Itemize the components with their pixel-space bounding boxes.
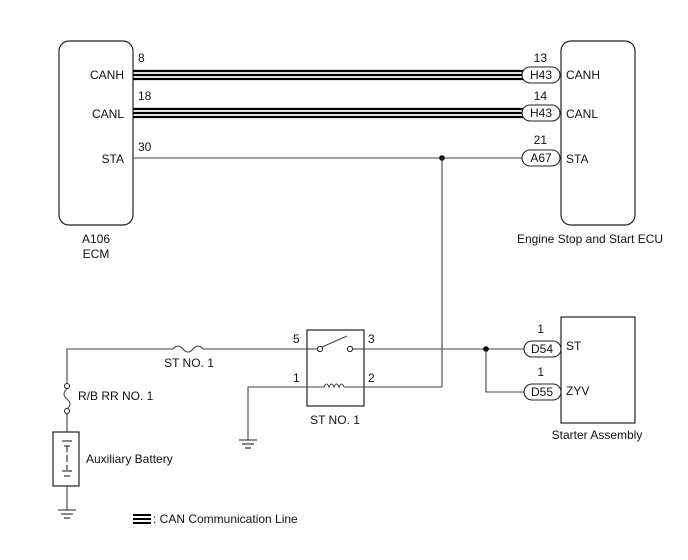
ecm-pin-label-canl: CANL (92, 107, 124, 121)
battery-cells-symbol (62, 440, 72, 477)
ess-pin-label-sta: STA (566, 152, 588, 166)
ecm-name: ECM (83, 247, 110, 261)
battery-ground-icon (58, 509, 76, 519)
ecm-pin-num-30: 30 (138, 140, 152, 154)
can-l-line (133, 107, 523, 119)
ess-pin-num-14: 14 (534, 89, 548, 103)
ess-pin-label-canh: CANH (566, 68, 600, 82)
connector-h43-canl-label: H43 (530, 106, 552, 120)
legend-can-line-icon (133, 514, 151, 524)
battery-feed-wire (66, 348, 173, 383)
ess-pin-num-21: 21 (534, 133, 548, 147)
starter-zyv-wire (485, 349, 524, 393)
connector-h43-canl (521, 104, 561, 122)
rb-fuse-terminal-top (64, 383, 70, 389)
ecm-pin-label-sta: STA (102, 152, 124, 166)
ecm-connector-id: A106 (82, 232, 110, 246)
relay-label: ST NO. 1 (310, 413, 360, 427)
ecm-pin-num-8: 8 (138, 51, 145, 65)
legend-can-line-label: : CAN Communication Line (153, 512, 298, 526)
relay-ground-wire (247, 386, 307, 440)
relay-pin-1: 1 (293, 371, 300, 385)
relay-contact-left (316, 345, 324, 353)
starter-pin-label-st: ST (566, 339, 582, 353)
connector-d54-label: D54 (531, 342, 553, 356)
ess-pin-label-canl: CANL (566, 107, 598, 121)
sta-to-relay-wire (364, 158, 443, 388)
starter-pin-label-zyv: ZYV (566, 384, 589, 398)
connector-d54 (523, 340, 562, 358)
starter-name: Starter Assembly (552, 428, 643, 442)
battery-label: Auxiliary Battery (86, 452, 173, 466)
relay-pin-3: 3 (368, 332, 375, 346)
ecm-box (58, 40, 134, 226)
relay-pin-2: 2 (368, 371, 375, 385)
connector-h43-canh-label: H43 (530, 68, 552, 82)
connector-d55 (523, 383, 562, 401)
rb-fuse-terminal-bottom (64, 408, 70, 414)
starter-pin-num-zyv: 1 (537, 365, 544, 379)
starter-box (560, 316, 636, 424)
st-fuse-symbol (172, 345, 204, 353)
relay-coil-symbol (323, 383, 345, 389)
connector-a67 (521, 149, 561, 167)
rb-fuse-symbol (63, 388, 71, 410)
connector-d55-label: D55 (531, 385, 553, 399)
st-fuse-label: ST NO. 1 (164, 356, 214, 370)
rb-fuse-label: R/B RR NO. 1 (78, 389, 154, 403)
relay-switch-blade (321, 335, 348, 348)
connector-h43-canh (521, 66, 561, 84)
relay-contact-right (346, 345, 354, 353)
connector-a67-label: A67 (530, 151, 552, 165)
can-h-line (133, 69, 523, 81)
ecm-pin-num-18: 18 (138, 89, 152, 103)
ess-pin-num-13: 13 (534, 51, 548, 65)
relay-box (306, 329, 365, 407)
ess-ecu-name: Engine Stop and Start ECU (517, 232, 663, 246)
ess-ecu-box (560, 40, 636, 226)
relay-pin-5: 5 (293, 332, 300, 346)
starter-pin-num-st: 1 (537, 322, 544, 336)
relay-ground-icon (239, 439, 257, 449)
ecm-pin-label-canh: CANH (90, 68, 124, 82)
battery-box (52, 431, 80, 487)
